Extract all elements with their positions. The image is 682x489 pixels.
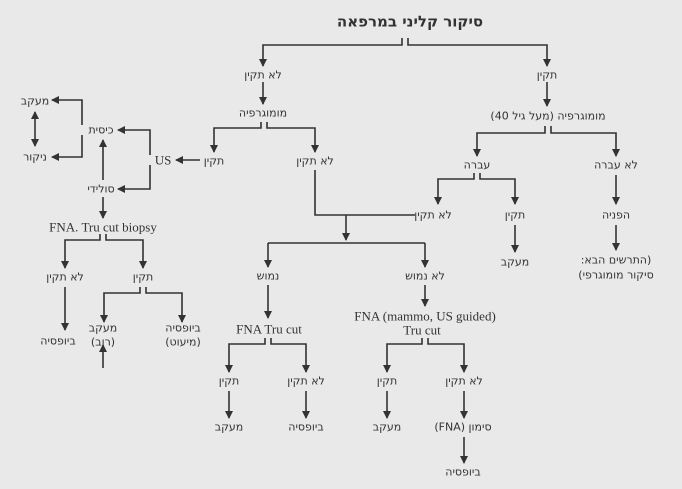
node-not-palpable: לא נמוש — [405, 269, 445, 283]
node-cystic: כיסית — [88, 123, 114, 137]
node-abnormal: לא תקין — [414, 208, 452, 222]
page-title: סיקור קליני במרפאה — [336, 12, 484, 31]
node-fna-trucut-biopsy: FNA. Tru cut biopsy — [49, 219, 157, 235]
node-past: עברה — [463, 158, 491, 172]
node-abnormal: לא תקין — [296, 154, 334, 168]
node-mammography-over40: מומוגרפיה (מעל גיל 40) — [490, 109, 606, 123]
node-normal: תקין — [132, 270, 154, 284]
node-solid: סולידי — [87, 182, 115, 196]
node-biopsy: ביופסיה — [445, 465, 481, 479]
node-followup: מעקב — [372, 420, 402, 434]
node-normal: תקין — [376, 374, 398, 388]
node-abnormal: לא תקין — [287, 374, 325, 388]
node-followup-majority: (רוב) — [90, 335, 116, 349]
node-us: US — [154, 152, 172, 168]
node-normal: תקין — [218, 374, 240, 388]
node-biopsy: ביופסיה — [165, 321, 201, 335]
node-palpable: נמוש — [256, 269, 280, 283]
node-next-chart: (התרשים הבא: — [580, 253, 652, 267]
node-normal: תקין — [504, 208, 526, 222]
node-abnormal: לא תקין — [46, 270, 84, 284]
node-next-chart: סיקור מומוגרפי) — [578, 268, 654, 282]
node-mammography: מומוגרפיה — [238, 106, 288, 120]
node-referral: הפניה — [601, 208, 631, 222]
node-followup: מעקב — [214, 420, 244, 434]
node-abnormal: לא תקין — [445, 374, 483, 388]
node-normal: תקין — [203, 154, 225, 168]
node-followup: מעקב — [88, 321, 118, 335]
node-fna-guided: FNA (mammo, US guided) — [354, 308, 496, 324]
node-biopsy: ביופסיה — [288, 420, 324, 434]
node-normal: תקין — [536, 68, 558, 82]
node-biopsy: ביופסיה — [40, 334, 76, 348]
node-followup: מעקב — [20, 94, 50, 108]
node-fna-trucut: FNA Tru cut — [236, 321, 302, 337]
node-aspiration: ניקור — [23, 150, 47, 164]
node-biopsy-minority: (מיעוט) — [165, 335, 201, 349]
node-fna-guided: Tru cut — [403, 322, 441, 338]
node-followup: מעקב — [500, 255, 530, 269]
node-abnormal: לא תקין — [244, 68, 282, 82]
node-not-past: לא עברה — [594, 158, 638, 172]
node-marking-fna: סימון (FNA) — [434, 420, 492, 434]
